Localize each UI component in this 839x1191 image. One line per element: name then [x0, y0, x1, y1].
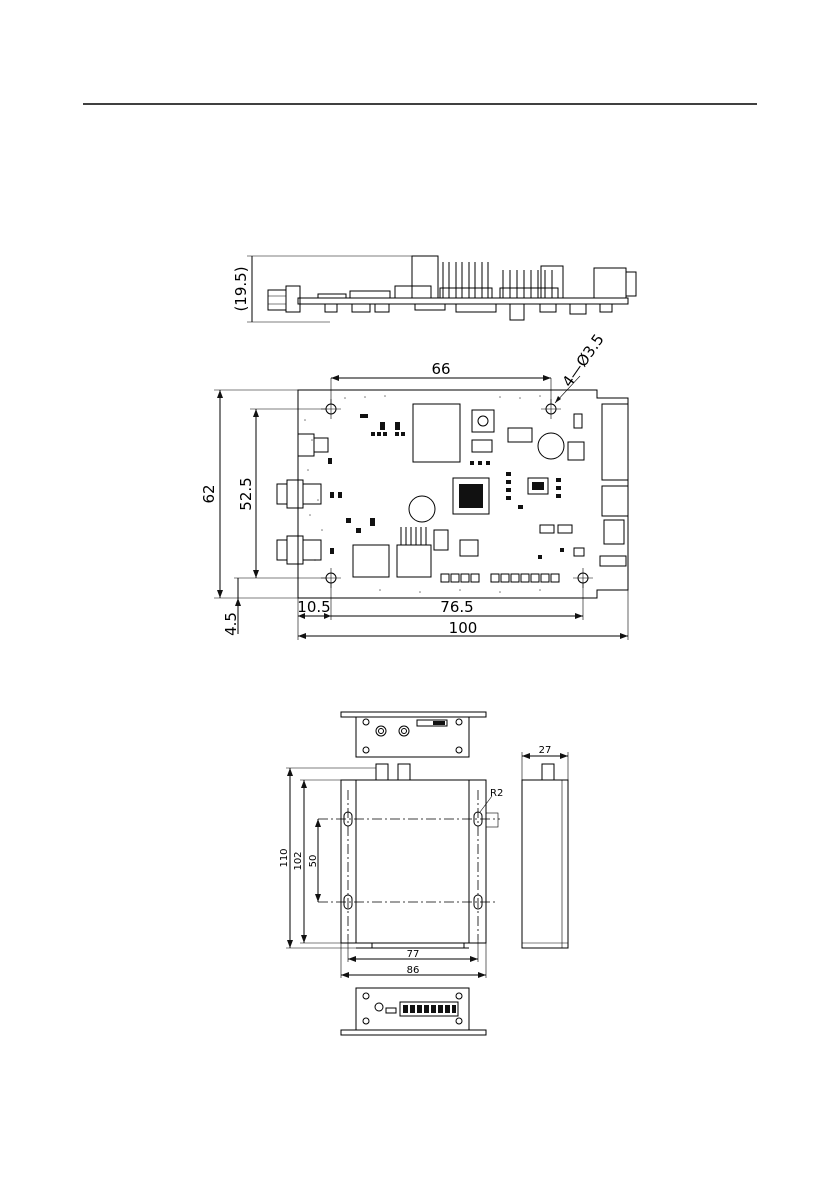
dim-enclosure-outer-height: 110 — [279, 848, 290, 867]
enclosure-front-view: R2 110 102 50 77 86 — [279, 764, 503, 978]
dim-enclosure-depth: 27 — [539, 745, 552, 756]
corner-radius-label: R2 — [490, 788, 503, 799]
dim-enclosure-inner-height: 102 — [293, 851, 304, 870]
pcb-top-view: 66 4—Ø3.5 62 52.5 4.5 10.5 — [200, 331, 628, 640]
side-height-label: (19.5) — [232, 266, 250, 311]
enclosure-flange — [341, 780, 486, 943]
pcb-side-view: (19.5) — [232, 256, 636, 322]
enclosure-top-end-view — [341, 712, 486, 757]
dim-enclosure-inner-width: 77 — [407, 949, 420, 960]
dim-overall-width: 100 — [449, 619, 478, 637]
dim-hole-offset-y: 4.5 — [222, 612, 240, 636]
enclosure-side-view: 27 — [522, 745, 568, 948]
dim-hole-offset-x: 10.5 — [297, 598, 330, 616]
dim-hole-spacing-y: 52.5 — [237, 477, 255, 510]
dim-enclosure-outer-width: 86 — [407, 965, 420, 976]
dim-overall-height: 62 — [200, 484, 218, 503]
dim-mount-spacing: 50 — [308, 855, 319, 868]
enclosure-body — [356, 780, 469, 943]
enclosure-bottom-end-view — [341, 988, 486, 1035]
dim-hole-spacing-x: 66 — [431, 360, 450, 378]
hole-spec-label: 4—Ø3.5 — [559, 331, 608, 391]
dim-hole-span-x: 76.5 — [440, 598, 473, 616]
